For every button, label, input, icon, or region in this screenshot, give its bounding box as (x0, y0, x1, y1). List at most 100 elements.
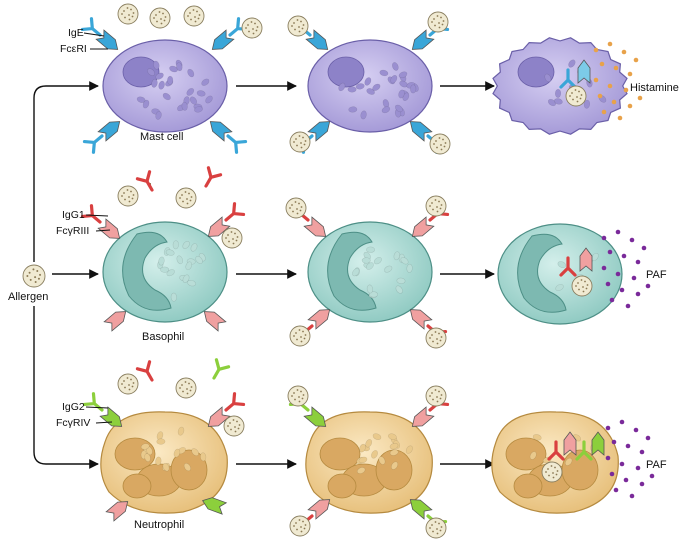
cell-granules (356, 433, 413, 474)
allergen-dot (296, 389, 299, 391)
granule (532, 434, 542, 441)
allergen-particle (175, 187, 197, 209)
allergen-dot (429, 205, 431, 207)
fc-receptor (99, 406, 123, 427)
granule (185, 261, 193, 271)
mediator-dot (601, 235, 607, 241)
allergen-dot (234, 426, 236, 428)
granule (356, 467, 366, 474)
label-leaders (83, 32, 113, 424)
antibody-arms (224, 392, 246, 412)
allergen-dot (439, 339, 442, 342)
allergen-dot (179, 197, 181, 199)
receptor-shape (409, 499, 433, 520)
antibody-y (82, 392, 104, 412)
allergen-dot (438, 390, 440, 393)
allergen-body (425, 327, 447, 349)
antibody-arms (224, 202, 246, 222)
allergen-dot (128, 388, 131, 391)
allergen-dot (576, 96, 578, 98)
mediator-dot (615, 229, 621, 235)
cell-granules (157, 240, 206, 302)
allergen-dot (132, 194, 135, 196)
allergen-dot (230, 231, 233, 233)
allergen-dot (301, 397, 304, 400)
allergen-particle (425, 385, 447, 407)
paf-label-basophil: PAF (646, 269, 667, 281)
allergen-dot (579, 97, 582, 100)
allergen-dot (585, 287, 588, 290)
granule (181, 101, 188, 111)
mediator-dot (619, 287, 625, 293)
granule (140, 443, 150, 450)
mediator-dot (601, 265, 607, 271)
allergen-particle (117, 185, 139, 207)
granule (394, 104, 403, 113)
allergen-dot (434, 521, 437, 523)
granule (372, 83, 381, 91)
allergen-dot (554, 466, 556, 469)
antibody-y (224, 392, 246, 412)
allergen-body (117, 373, 139, 395)
allergen-dot (302, 24, 305, 26)
mediator-dot (633, 427, 639, 433)
granule (160, 266, 170, 273)
allergen-dot (548, 474, 550, 477)
fc-receptor (105, 501, 129, 522)
allergen-dot (432, 530, 434, 533)
allergen-particle (22, 264, 46, 288)
allergen-dot (230, 428, 232, 431)
receptor-shape (97, 121, 121, 142)
allergen-dot (438, 26, 441, 29)
allergen-dot (545, 471, 547, 473)
neutrophil-cell (100, 411, 228, 514)
mediator-dot (619, 461, 625, 467)
allergen-dot (232, 238, 234, 240)
allergen-dot (298, 202, 300, 205)
igg1-label: IgG1 (62, 209, 85, 221)
antibody-y (547, 440, 565, 461)
granule (200, 452, 207, 462)
allergen-dot (302, 136, 304, 139)
neutrophil-nucleus-lobe (327, 473, 357, 499)
fc-receptor (303, 216, 327, 237)
mediator-dot (593, 77, 599, 83)
fc-receptor (307, 121, 331, 142)
fc-receptor (303, 406, 327, 427)
allergen-dot (432, 340, 434, 343)
allergen-body (241, 17, 263, 39)
mediator-dot (641, 245, 647, 251)
neutrophil-nucleus-lobe (319, 437, 361, 471)
mediator-dot (627, 71, 633, 77)
granule (557, 261, 567, 268)
allergen-dot (429, 527, 431, 529)
allergen-dot (186, 388, 188, 390)
allergen-dot (435, 140, 437, 142)
allergen-body (541, 461, 563, 483)
allergen-dot (179, 387, 181, 389)
mediator-dot (633, 57, 639, 63)
allergen-dot (124, 16, 126, 19)
allergen-dot (190, 18, 192, 21)
allergen-dot (293, 525, 295, 527)
fc-receptor (207, 216, 231, 237)
allergen-dot (235, 239, 238, 242)
fceri-label: FcεRI (60, 43, 87, 55)
granule (359, 443, 366, 453)
allergen-dot (296, 338, 298, 341)
allergen-dot (296, 19, 299, 21)
allergen-dot (298, 519, 301, 521)
granule (191, 448, 199, 457)
allergen-dot (250, 21, 253, 23)
allergen-dot (225, 237, 227, 239)
mediator-dot (607, 41, 613, 47)
allergen-dot (124, 386, 126, 389)
mediator-dot (609, 297, 615, 303)
allergen-body (425, 517, 447, 539)
antibody-arms (82, 392, 104, 412)
allergen-dot (36, 270, 39, 273)
cell-granules (140, 426, 207, 472)
fc-receptor (579, 247, 593, 272)
allergen-dot (577, 282, 579, 284)
